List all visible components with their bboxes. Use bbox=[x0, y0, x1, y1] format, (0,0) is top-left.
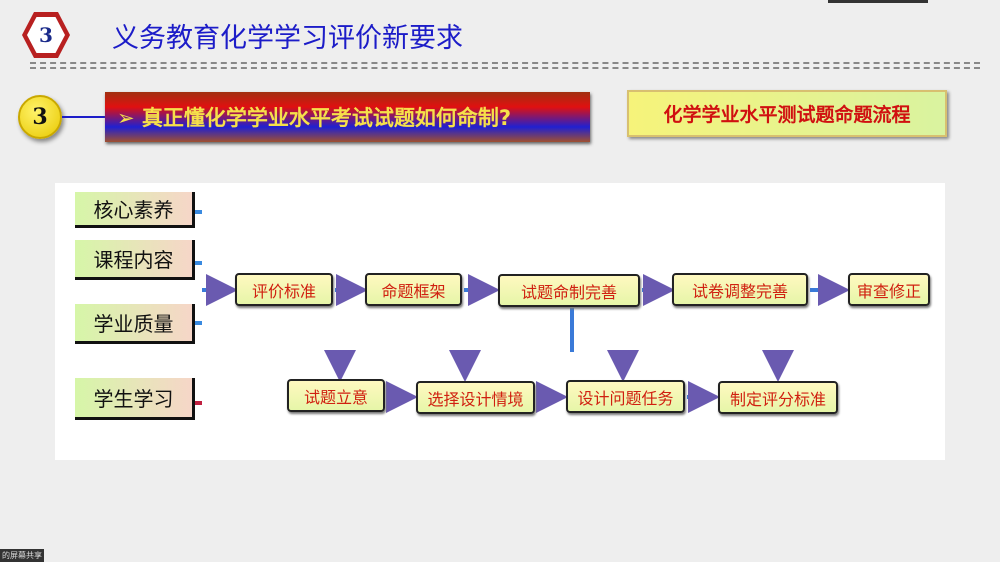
window-top-bar bbox=[828, 0, 928, 3]
slide-title: 义务教育化学学习评价新要求 bbox=[112, 23, 463, 54]
input-box: 学业质量 bbox=[75, 304, 195, 344]
sub-step: 制定评分标准 bbox=[718, 381, 838, 414]
question-banner: ➢ 真正懂化学学业水平考试试题如何命制? bbox=[105, 92, 590, 142]
connector-line bbox=[62, 116, 106, 118]
sub-step: 试题立意 bbox=[287, 379, 385, 412]
flow-step: 命题框架 bbox=[365, 273, 462, 306]
flow-step: 审查修正 bbox=[848, 273, 930, 306]
sub-step: 设计问题任务 bbox=[566, 380, 685, 413]
screen-share-label: 的屏幕共享 bbox=[0, 549, 44, 562]
number-circle: 3 bbox=[18, 95, 62, 139]
sub-step: 选择设计情境 bbox=[416, 381, 535, 414]
divider bbox=[30, 67, 980, 69]
input-box: 课程内容 bbox=[75, 240, 195, 280]
flow-step: 试题命制完善 bbox=[498, 274, 640, 307]
input-box: 学生学习 bbox=[75, 378, 195, 420]
divider bbox=[30, 62, 980, 64]
flow-step: 试卷调整完善 bbox=[672, 273, 808, 306]
flow-step: 评价标准 bbox=[235, 273, 333, 306]
input-box: 核心素养 bbox=[75, 192, 195, 228]
process-label-box: 化学学业水平测试题命题流程 bbox=[627, 90, 947, 137]
